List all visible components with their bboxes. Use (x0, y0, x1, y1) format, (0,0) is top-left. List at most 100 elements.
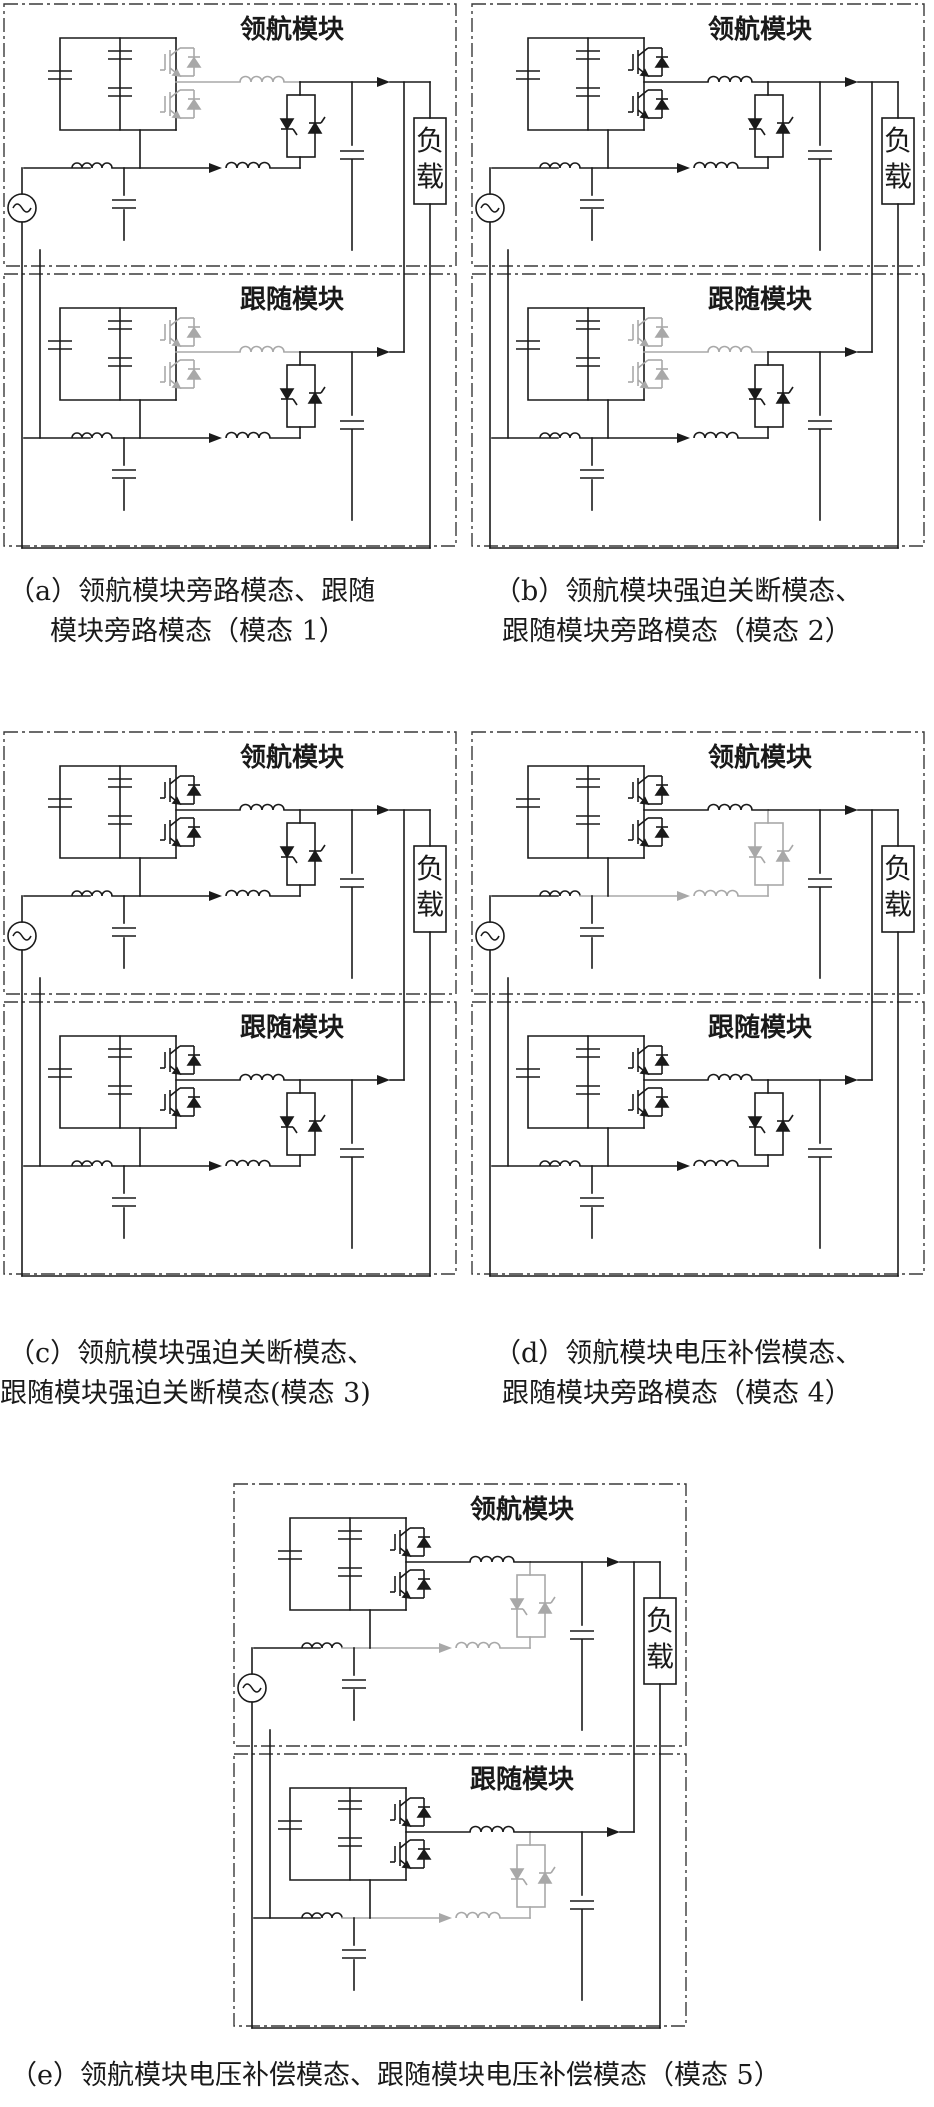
panel-a-leader-module-igbt-upper-icon (160, 47, 202, 78)
panel-e-follower-module-bypass-inductor-icon (455, 1911, 501, 1919)
caption-b-line1: （b）领航模块强迫关断模态、 (494, 576, 863, 607)
caption-d-line2: 跟随模块旁路模态（模态 4） (502, 1378, 852, 1409)
panel-b-leader-module-igbt-lower-icon (628, 89, 670, 120)
panel-e-leader-module-frame (233, 1483, 687, 1747)
panel-c-leader-module-igbt-lower-icon (160, 817, 202, 848)
panel-c-follower-module-filter-capacitor-icon (340, 1148, 364, 1158)
panel-b-follower-module-bypass-inductor-icon (693, 431, 739, 439)
panel-a-leader-module-label: 领航模块 (240, 14, 344, 45)
panel-d-load-label-1: 负 (884, 852, 912, 885)
panel-e-follower-module-dc-capacitor-2-icon (338, 1800, 362, 1810)
panel-b-follower-module-shunt-capacitor-icon (580, 469, 604, 479)
panel-b-leader-module-frame (471, 3, 925, 267)
panel-e-follower-module-shunt-capacitor-icon (342, 1949, 366, 1959)
panel-a-leader-module-bypass-inductor-icon (225, 161, 271, 169)
panel-b-follower-module-input-arrow-icon (677, 433, 690, 443)
panel-a-leader-module-series-inductor-icon (239, 75, 285, 83)
panel-c-load-label-1: 负 (416, 852, 444, 885)
panel-b-leader-module-filter-capacitor-icon (808, 150, 832, 160)
panel-c-follower-module-input-arrow-icon (209, 1161, 222, 1171)
panel-d-leader-module-shunt-capacitor-icon (580, 927, 604, 937)
panel-c-leader-module-series-inductor-icon (239, 803, 285, 811)
panel-d-follower-module-frame (471, 1001, 925, 1275)
panel-c-leader-module-dc-capacitor-2-icon (108, 778, 132, 788)
panel-d-leader-module-series-inductor-icon (707, 803, 753, 811)
panel-d-follower-module-label: 跟随模块 (708, 1012, 812, 1043)
panel-c-follower-module-output-arrow-icon (377, 1075, 390, 1085)
panel-a-follower-module-dc-capacitor-1-icon (48, 340, 72, 350)
panel-d-follower-module-shunt-capacitor-icon (580, 1197, 604, 1207)
panel-c-leader-module-dc-capacitor-1-icon (48, 798, 72, 808)
caption-a-line2: 模块旁路模态（模态 1） (50, 616, 346, 647)
caption-c: （c）领航模块强迫关断模态、 跟随模块强迫关断模态(模态 3) (0, 1334, 374, 1414)
panel-d-leader-module-dc-capacitor-1-icon (516, 798, 540, 808)
panel-c-leader-module-dc-capacitor-3-icon (108, 815, 132, 825)
caption-c-line1: （c）领航模块强迫关断模态、 (8, 1338, 375, 1369)
panel-d-leader-module-thyristor-pair-icon (747, 822, 794, 886)
panel-b-follower-module-igbt-lower-icon (628, 359, 670, 390)
panel-a-follower-module-output-arrow-icon (377, 347, 390, 357)
panel-c-follower-module-igbt-lower-icon (160, 1087, 202, 1118)
panel-e-leader-module-output-arrow-icon (607, 1557, 620, 1567)
panel-b-follower-module-dc-capacitor-2-icon (576, 320, 600, 330)
panel-c-leader-module-input-inductor-icon (71, 890, 113, 897)
panel-b-leader-module-igbt-upper-icon (628, 47, 670, 78)
panel-d-follower-module-input-inductor-icon (539, 1160, 581, 1167)
caption-b-line2: 跟随模块旁路模态（模态 2） (502, 616, 852, 647)
panel-a-follower-module-input-inductor-icon (71, 432, 113, 439)
panel-a-leader-module-shunt-capacitor-icon (112, 199, 136, 209)
panel-b-follower-module-series-inductor-icon (707, 345, 753, 353)
panel-a-leader-module-filter-capacitor-icon (340, 150, 364, 160)
panel-c-leader-module-filter-capacitor-icon (340, 878, 364, 888)
panel-a-follower-module-label: 跟随模块 (240, 284, 344, 315)
panel-c-load-label-2: 载 (416, 888, 444, 921)
panel-a-ac-wave-icon (12, 203, 32, 213)
panel-a-leader-module-input-inductor-icon (71, 162, 113, 169)
panel-d-follower-module-thyristor-pair-icon (747, 1092, 794, 1156)
panel-b-leader-module-shunt-capacitor-icon (580, 199, 604, 209)
panel-c-follower-module-igbt-upper-icon (160, 1045, 202, 1076)
panel-c-follower-module-dc-loop (59, 1035, 121, 1129)
panel-a-load-label-1: 负 (416, 124, 444, 157)
panel-c-leader-module-input-arrow-icon (209, 891, 222, 901)
panel-d-leader-module-input-arrow-icon (677, 891, 690, 901)
panel-d-follower-module-filter-capacitor-icon (808, 1148, 832, 1158)
panel-c-leader-module-shunt-capacitor-icon (112, 927, 136, 937)
panel-a-leader-module-dc-loop (59, 37, 121, 131)
panel-e-follower-module-dc-loop (289, 1787, 351, 1881)
panel-e-leader-module-dc-capacitor-3-icon (338, 1567, 362, 1577)
panel-e-follower-module-frame (233, 1753, 687, 2027)
caption-a: （a）领航模块旁路模态、跟随 模块旁路模态（模态 1） (8, 572, 375, 652)
caption-a-line1: （a）领航模块旁路模态、跟随 (8, 576, 376, 607)
panel-c-leader-module-igbt-upper-icon (160, 775, 202, 806)
panel-e-leader-module-dc-capacitor-1-icon (278, 1550, 302, 1560)
circuit-panel-a: 领航模块跟随模块 负载 (0, 0, 466, 560)
panel-e-follower-module-thyristor-pair-icon (509, 1844, 556, 1908)
panel-a-leader-module-thyristor-pair-icon (279, 94, 326, 158)
panel-e-ac-wave-icon (242, 1683, 262, 1693)
panel-e-leader-module-igbt-lower-icon (390, 1569, 432, 1600)
panel-e-leader-module-bypass-inductor-icon (455, 1641, 501, 1649)
panel-a-leader-module-output-arrow-icon (377, 77, 390, 87)
panel-d-follower-module-dc-capacitor-3-icon (576, 1085, 600, 1095)
panel-d-follower-module-output-arrow-icon (845, 1075, 858, 1085)
panel-e-load-label-1: 负 (646, 1604, 674, 1637)
panel-a-follower-module-shunt-capacitor-icon (112, 469, 136, 479)
caption-e: （e）领航模块电压补偿模态、跟随模块电压补偿模态（模态 5） (10, 2056, 781, 2096)
panel-b-leader-module-output-arrow-icon (845, 77, 858, 87)
panel-c-leader-module-thyristor-pair-icon (279, 822, 326, 886)
panel-a-follower-module-series-inductor-icon (239, 345, 285, 353)
panel-e-load-label-2: 载 (646, 1640, 674, 1673)
panel-a-load-label-2: 载 (416, 160, 444, 193)
panel-b-follower-module-frame (471, 273, 925, 547)
panel-d-follower-module-dc-loop (527, 1035, 589, 1129)
panel-c-follower-module-bypass-inductor-icon (225, 1159, 271, 1167)
panel-e-follower-module-dc-capacitor-3-icon (338, 1837, 362, 1847)
panel-c-follower-module-input-inductor-icon (71, 1160, 113, 1167)
panel-d-follower-module-bypass-inductor-icon (693, 1159, 739, 1167)
panel-a-leader-module-dc-capacitor-1-icon (48, 70, 72, 80)
caption-b: （b）领航模块强迫关断模态、 跟随模块旁路模态（模态 2） (494, 572, 862, 652)
panel-e-leader-module-filter-capacitor-icon (570, 1630, 594, 1640)
